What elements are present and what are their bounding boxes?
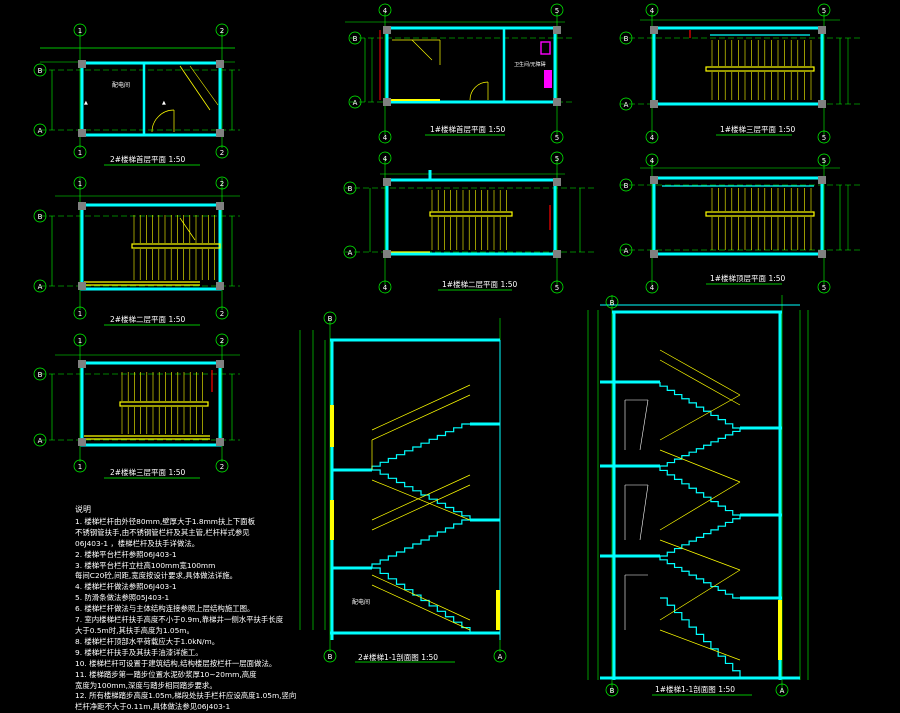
- svg-text:B: B: [38, 67, 43, 75]
- svg-text:5: 5: [822, 157, 826, 165]
- plan-2-third-floor: 1 2 B A 1 2 2#楼梯三层平面 1:50: [33, 333, 240, 479]
- svg-text:A: A: [348, 249, 353, 257]
- plan-1-top-floor: 4 5 B A 4 5 1#楼梯顶层平面 1:50: [619, 153, 860, 294]
- room-label: 卫生间/无障碍: [514, 61, 546, 68]
- svg-text:4: 4: [383, 155, 388, 163]
- svg-text:B: B: [624, 182, 629, 190]
- svg-text:B: B: [328, 315, 333, 323]
- svg-text:A: A: [498, 653, 503, 661]
- design-notes: 说明 1. 楼梯栏杆由外径80mm,壁厚大于1.8mm扶上下面板 不锈钢管扶手,…: [75, 505, 315, 713]
- plan-2-second-floor: 1 2 B A 1 2 2#楼梯二层平面 1:50: [33, 176, 240, 326]
- svg-text:1: 1: [78, 463, 82, 471]
- section-2-stair: 配电间 B B A 2#楼梯1-1剖面图 1:50: [299, 311, 507, 663]
- svg-text:1: 1: [78, 337, 82, 345]
- plan-1-third-floor: 4 5 B A 4 5 1#楼梯三层平面 1:50: [619, 3, 860, 144]
- svg-text:2: 2: [220, 149, 224, 157]
- note-item: 2. 楼梯平台栏杆参照06J403-1: [75, 549, 177, 559]
- note-item: 7. 室内楼梯栏杆扶手高度不小于0.9m,靠梯井一侧水平扶手长度: [75, 615, 284, 625]
- svg-text:B: B: [38, 371, 43, 379]
- drawing-title: 1#楼梯首层平面 1:50: [430, 124, 506, 134]
- note-item: 宽度为100mm,深度与踏步相同踏步要求。: [75, 680, 217, 690]
- section-1-stair: B B A 1#楼梯1-1剖面图 1:50: [587, 295, 809, 697]
- svg-text:2: 2: [220, 337, 224, 345]
- note-item: 9. 楼梯栏杆扶手及其扶手油漆详施工。: [75, 647, 203, 657]
- plan-1-ground-floor: 卫生间/无障碍 4 5 B A 4 5 1#楼梯首层平面 1:50: [345, 3, 572, 144]
- plan-1-second-floor: 4 5 B A 4 5 1#楼梯二层平面 1:50: [343, 151, 595, 294]
- plan-2-ground-floor: 配电间 ▲ ▲ 1 2 B A 1 2 2#楼梯首层平面 1:50: [33, 23, 240, 166]
- note-item: 5. 防滑条做法参照05J403-1: [75, 593, 170, 603]
- note-item: 6. 楼梯栏杆做法与主体结构连接参照上层结构施工图。: [75, 604, 255, 614]
- svg-text:A: A: [353, 99, 358, 107]
- note-item: 06J403-1 ，楼梯栏杆及扶手详做法。: [75, 538, 200, 548]
- drawing-title: 2#楼梯1-1剖面图 1:50: [358, 652, 438, 662]
- drawing-title: 2#楼梯首层平面 1:50: [110, 154, 186, 164]
- svg-text:▲: ▲: [162, 100, 166, 106]
- drawing-title: 1#楼梯1-1剖面图 1:50: [655, 684, 735, 694]
- svg-text:1: 1: [78, 27, 82, 35]
- drawing-title: 1#楼梯三层平面 1:50: [720, 124, 796, 134]
- svg-text:1: 1: [78, 149, 82, 157]
- svg-text:4: 4: [650, 7, 655, 15]
- svg-text:A: A: [38, 437, 43, 445]
- svg-text:B: B: [328, 653, 333, 661]
- drawing-title: 1#楼梯顶层平面 1:50: [710, 273, 786, 283]
- svg-text:4: 4: [383, 284, 388, 292]
- svg-text:5: 5: [555, 284, 559, 292]
- note-item: 10. 楼梯栏杆可设置于建筑结构,结构楼层按栏杆一层面做法。: [75, 658, 277, 668]
- svg-text:2: 2: [220, 27, 224, 35]
- svg-text:4: 4: [650, 134, 655, 142]
- note-item: 大于0.5m时,其扶手高度为1.05m。: [75, 625, 194, 635]
- svg-text:B: B: [348, 185, 353, 193]
- svg-text:A: A: [624, 247, 629, 255]
- svg-text:4: 4: [650, 284, 655, 292]
- svg-text:4: 4: [650, 157, 655, 165]
- svg-text:5: 5: [555, 155, 559, 163]
- svg-text:2: 2: [220, 310, 224, 318]
- svg-text:▲: ▲: [84, 100, 88, 106]
- drawing-title: 1#楼梯二层平面 1:50: [442, 279, 518, 289]
- drawing-title: 2#楼梯二层平面 1:50: [110, 314, 186, 324]
- note-item: 每间C20砼,间距,宽度按设计要求,具体做法详施。: [75, 571, 238, 581]
- svg-text:B: B: [610, 299, 615, 307]
- svg-text:B: B: [624, 35, 629, 43]
- svg-text:5: 5: [555, 134, 559, 142]
- note-item: 栏杆净距不大于0.11m,具体做法参见06J403-1: [75, 702, 231, 712]
- svg-text:5: 5: [822, 134, 826, 142]
- svg-text:A: A: [38, 127, 43, 135]
- svg-text:B: B: [38, 213, 43, 221]
- svg-text:5: 5: [555, 7, 559, 15]
- note-item: 不锈钢管扶手,由不锈钢管栏杆及其主管,栏杆样式参见: [75, 527, 250, 537]
- note-item: 3. 楼梯平台栏杆立柱高100mm宽100mm: [75, 560, 216, 570]
- notes-title: 说明: [75, 505, 91, 514]
- note-item: 11. 楼梯踏步第一踏步位置水泥砂浆厚10~20mm,高度: [75, 669, 257, 679]
- svg-text:5: 5: [822, 7, 826, 15]
- note-item: 12. 所有楼梯踏步高度1.05m,梯段处扶手栏杆应设高度1.05m,竖向: [75, 691, 297, 701]
- svg-text:4: 4: [383, 7, 388, 15]
- notes-list: 1. 楼梯栏杆由外径80mm,壁厚大于1.8mm扶上下面板 不锈钢管扶手,由不锈…: [75, 517, 315, 713]
- room-label: 配电间: [352, 598, 370, 606]
- note-item: 8. 楼梯栏杆顶部水平荷载应大于1.0kN/m。: [75, 636, 220, 646]
- svg-text:5: 5: [822, 284, 826, 292]
- svg-text:A: A: [624, 101, 629, 109]
- svg-text:4: 4: [383, 134, 388, 142]
- toilet-fixture: [540, 41, 551, 55]
- note-item: 4. 楼梯栏杆做法参照06J403-1: [75, 582, 177, 592]
- svg-text:2: 2: [220, 180, 224, 188]
- svg-text:1: 1: [78, 310, 82, 318]
- drawing-title: 2#楼梯三层平面 1:50: [110, 467, 186, 477]
- svg-text:A: A: [38, 283, 43, 291]
- svg-text:B: B: [353, 35, 358, 43]
- note-item: 1. 楼梯栏杆由外径80mm,壁厚大于1.8mm扶上下面板: [75, 516, 255, 526]
- svg-text:B: B: [610, 687, 615, 695]
- svg-text:2: 2: [220, 463, 224, 471]
- svg-text:A: A: [780, 687, 785, 695]
- washbasin-fixture: [544, 70, 552, 88]
- room-label: 配电间: [112, 81, 130, 89]
- svg-text:1: 1: [78, 180, 82, 188]
